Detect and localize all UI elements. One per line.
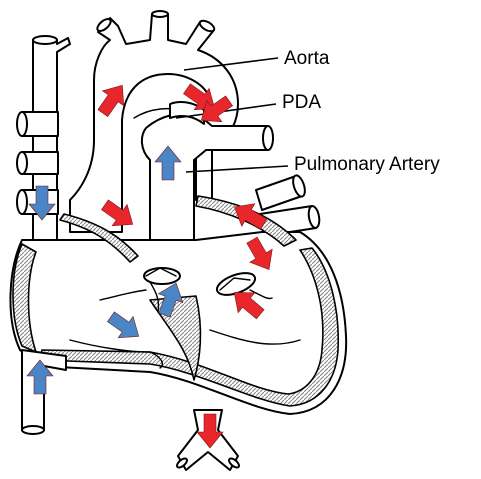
label-aorta: Aorta [284,48,330,69]
label-pda: PDA [282,92,321,113]
label-pulmonary-artery: Pulmonary Artery [294,154,440,175]
